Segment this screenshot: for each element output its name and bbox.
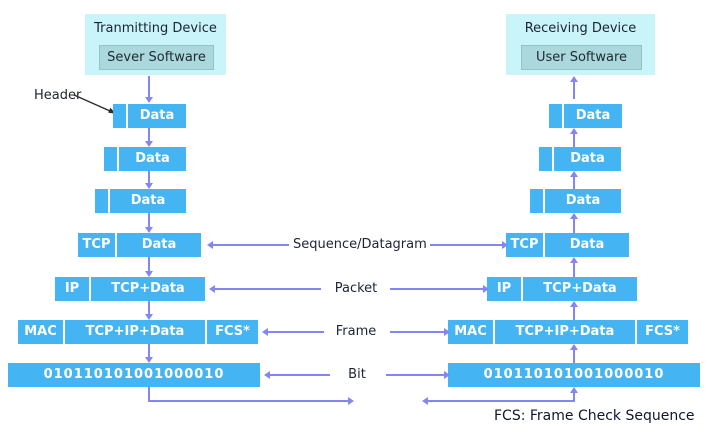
arrow-right-icon <box>390 328 450 336</box>
transmitting-device-title: Tranmitting Device <box>94 21 217 36</box>
rx-data-box: Data <box>545 189 621 213</box>
rx-fcs-box: FCS* <box>637 320 688 344</box>
arrow-left-icon <box>264 371 330 379</box>
arrow-right-icon <box>386 371 450 379</box>
layer-label-packet: Packet <box>334 281 378 296</box>
tx-fcs-box: FCS* <box>207 320 258 344</box>
rx-tcp-data-box: TCP+Data <box>523 277 637 301</box>
arrow-down-icon <box>145 301 153 320</box>
tx-header-fragment-box <box>95 189 108 213</box>
arrow-right-icon <box>430 241 508 249</box>
arrow-down-icon <box>145 128 153 147</box>
tx-data-box: Data <box>117 233 201 257</box>
arrow-down-icon <box>145 344 153 363</box>
arrow-left-icon <box>422 397 575 405</box>
connector-line <box>148 387 150 401</box>
tx-data-box: Data <box>110 189 186 213</box>
rx-tcp-box: TCP <box>506 233 543 257</box>
layer-label-frame: Frame <box>335 324 377 339</box>
tx-bitstream-box: 010110101001000010 <box>8 363 260 387</box>
arrow-up-icon <box>570 213 578 233</box>
rx-header-fragment-box <box>539 147 552 171</box>
rx-header-fragment-box <box>530 189 543 213</box>
tx-data-box: Data <box>128 104 186 128</box>
arrow-up-icon <box>570 76 578 99</box>
arrow-up-icon <box>570 301 578 320</box>
tx-header-fragment-box <box>113 104 126 128</box>
transmitting-software-box: Sever Software <box>99 45 214 70</box>
layer-label-bit: Bit <box>348 367 366 382</box>
tx-tcp-ip-data-box: TCP+IP+Data <box>65 320 205 344</box>
layer-label-sequence: Sequence/Datagram <box>293 237 427 252</box>
arrow-up-icon <box>570 387 578 402</box>
arrow-down-icon <box>145 257 153 277</box>
arrow-down-icon <box>145 171 153 189</box>
tx-data-box: Data <box>119 147 186 171</box>
arrow-down-icon <box>145 213 153 233</box>
receiving-software-box: User Software <box>521 45 642 70</box>
arrow-right-icon <box>148 397 354 405</box>
receiving-device-title: Receiving Device <box>524 21 637 36</box>
rx-data-box: Data <box>554 147 621 171</box>
tx-ip-box: IP <box>55 277 89 301</box>
arrow-up-icon <box>570 171 578 189</box>
rx-mac-box: MAC <box>448 320 493 344</box>
tx-tcp-data-box: TCP+Data <box>91 277 205 301</box>
rx-ip-box: IP <box>487 277 521 301</box>
rx-data-box: Data <box>564 104 622 128</box>
rx-data-box: Data <box>545 233 629 257</box>
tx-header-fragment-box <box>104 147 117 171</box>
fcs-footnote: FCS: Frame Check Sequence <box>494 408 695 424</box>
arrow-up-icon <box>570 128 578 147</box>
rx-bitstream-box: 010110101001000010 <box>448 363 700 387</box>
tx-tcp-box: TCP <box>78 233 115 257</box>
arrow-left-icon <box>207 241 289 249</box>
arrow-left-icon <box>262 328 324 336</box>
arrow-down-icon <box>145 76 153 103</box>
arrow-left-icon <box>209 285 321 293</box>
arrow-up-icon <box>570 257 578 277</box>
rx-tcp-ip-data-box: TCP+IP+Data <box>495 320 635 344</box>
arrow-up-icon <box>570 344 578 363</box>
tx-mac-box: MAC <box>18 320 63 344</box>
arrow-right-icon <box>390 285 489 293</box>
rx-header-fragment-box <box>549 104 562 128</box>
header-label: Header <box>34 88 82 103</box>
